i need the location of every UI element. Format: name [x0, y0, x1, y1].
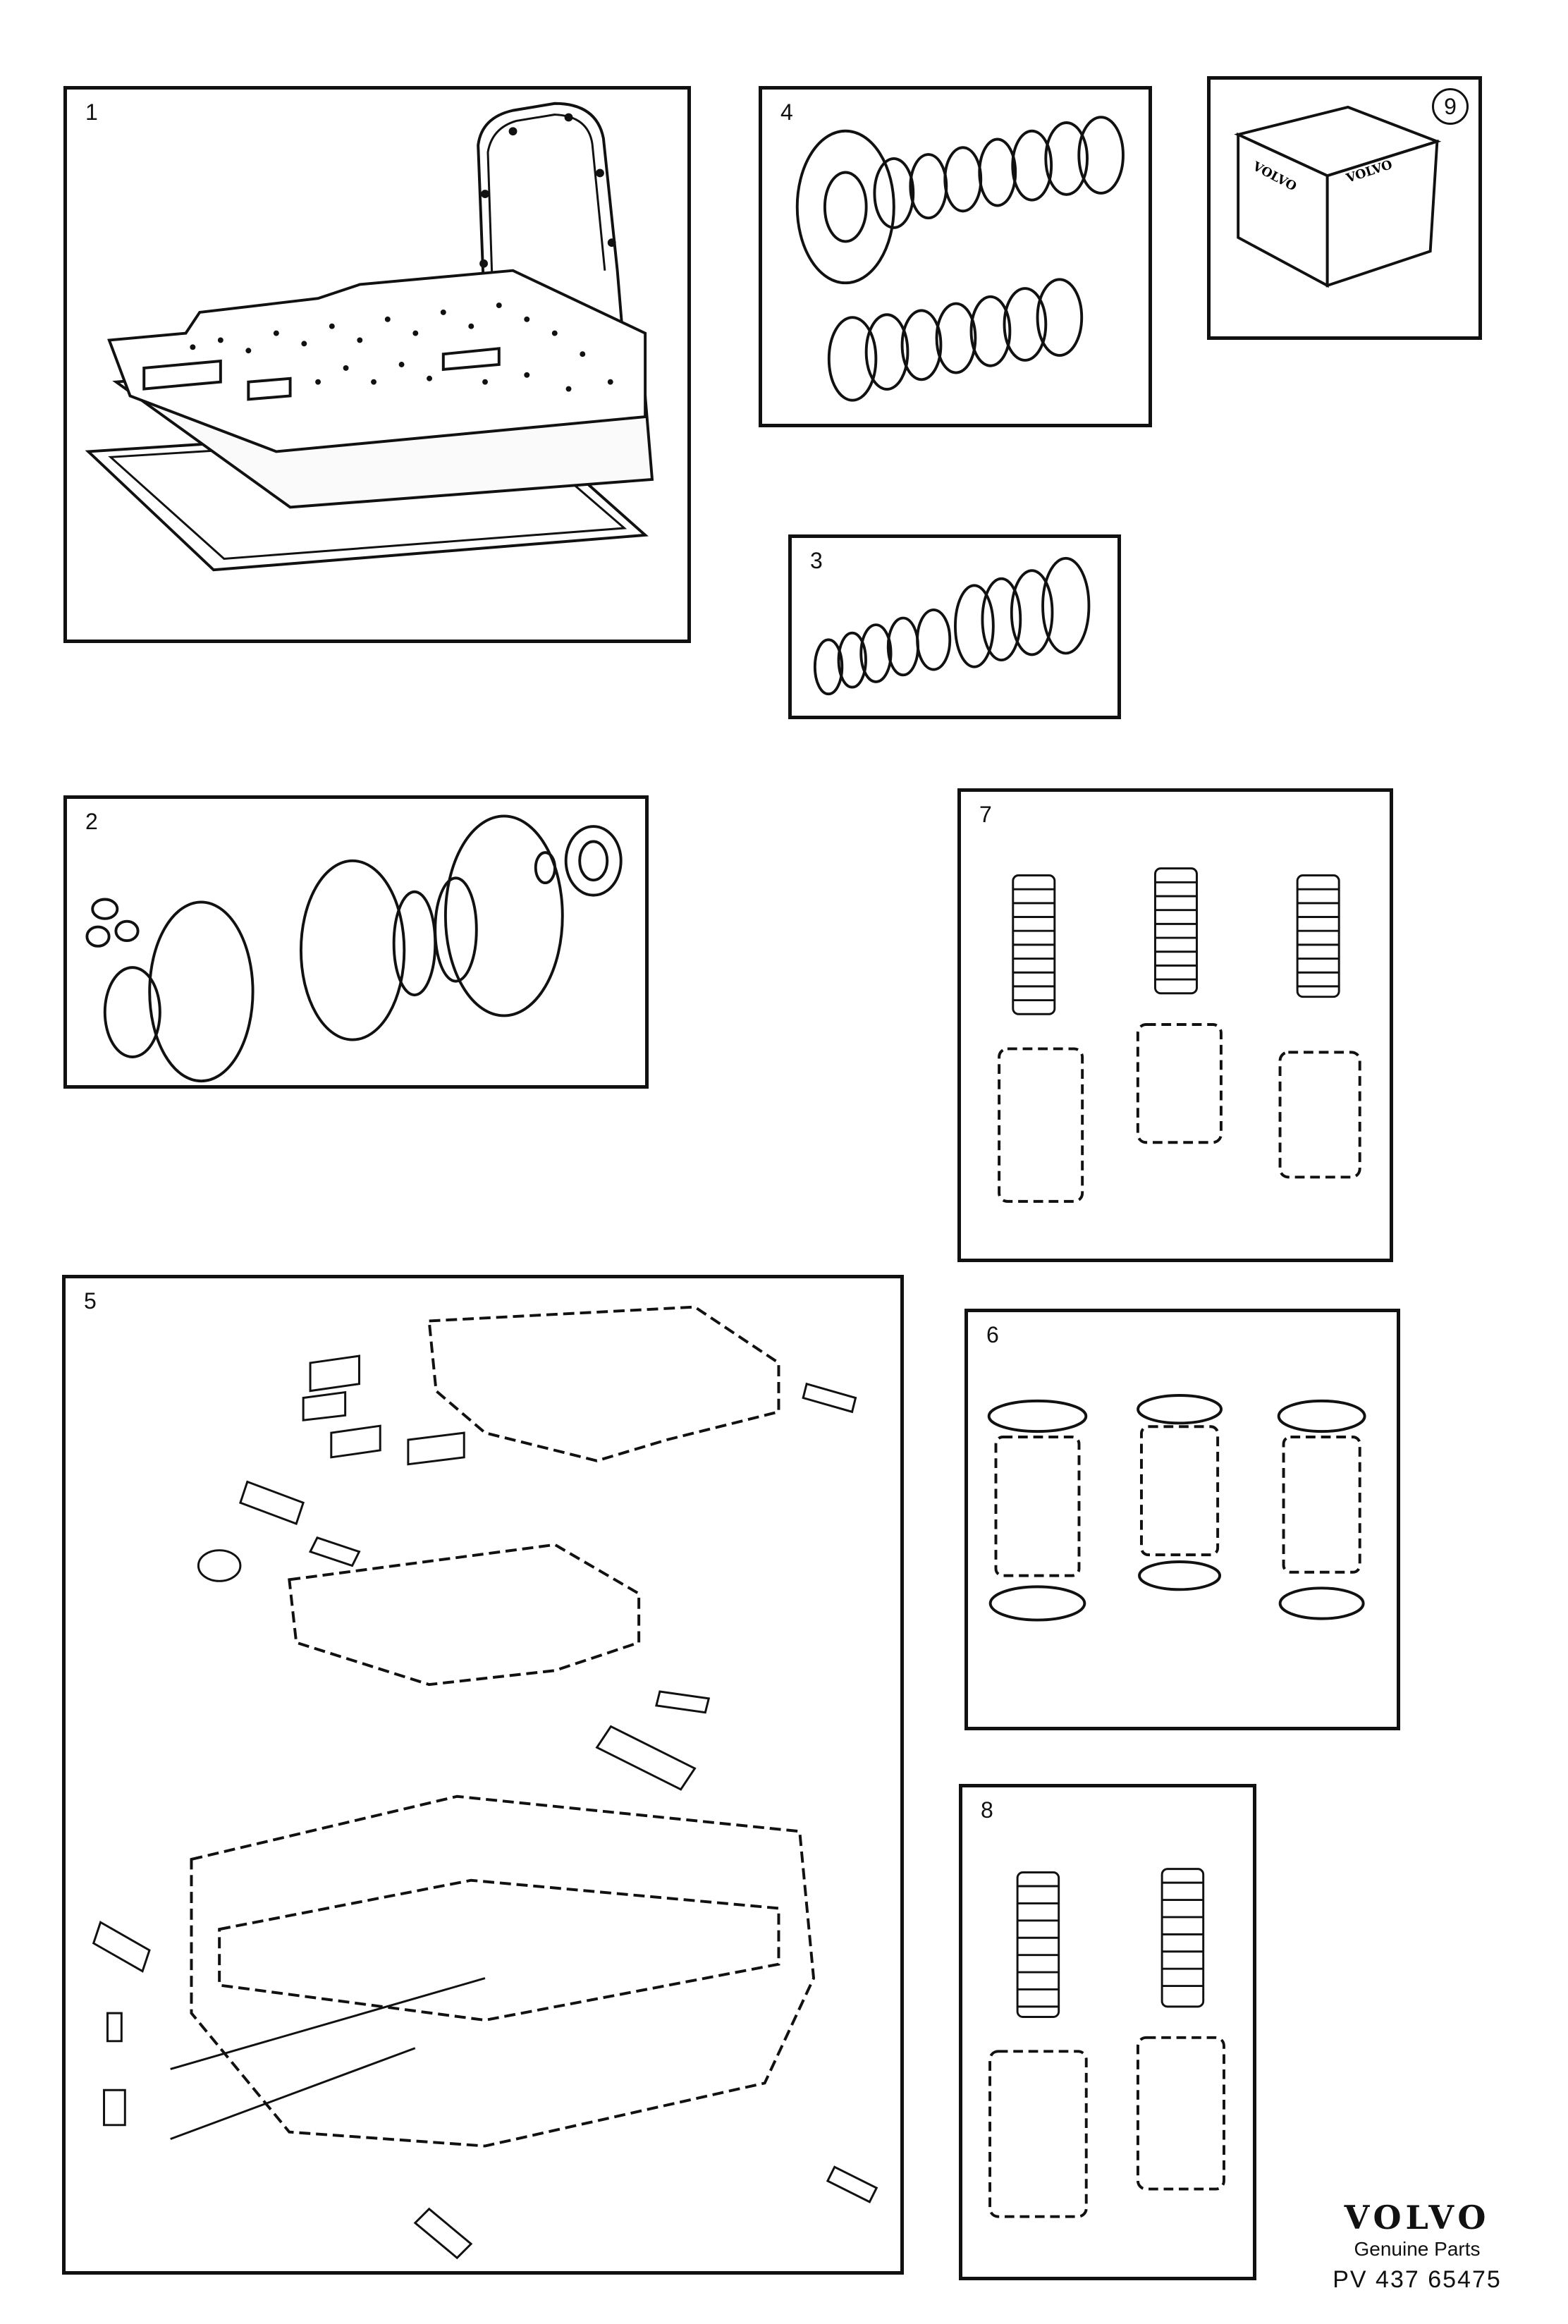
thrust-washer-large [795, 129, 895, 285]
separator-plate-upper [107, 269, 647, 453]
front-cover-gasket [477, 102, 626, 355]
kit-panel-4: 4 [759, 86, 1152, 427]
o-rings-illustration [85, 814, 623, 1083]
kit-panel-5: 5 [62, 1275, 904, 2275]
kit-number-label: 5 [84, 1288, 97, 1314]
kit-number-label: 4 [780, 99, 793, 125]
kit-panel-1: 1 [63, 86, 691, 643]
sealing-rings-illustration [813, 556, 1091, 696]
kit-panel-3: 3 [788, 534, 1121, 719]
kit-number-label: 1 [85, 99, 98, 125]
gasket-plates-illustration [85, 102, 654, 572]
parts-box-illustration: VOLVO VOLVO [1234, 105, 1442, 288]
kit-number-label: 3 [810, 548, 823, 573]
springs-sleeves-8-illustration [988, 1868, 1225, 2218]
springs-sleeves-illustration [998, 867, 1361, 1203]
sleeves-rings-illustration [987, 1394, 1366, 1622]
kit-number-label: 7 [979, 802, 992, 827]
kit-panel-8: 8 [959, 1784, 1256, 2280]
kit-number-label: 2 [85, 809, 98, 834]
thrust-washers-illustration [795, 116, 1125, 402]
middle-valve-body [288, 1543, 641, 1687]
brand-tagline: Genuine Parts [1354, 2238, 1481, 2260]
kit-panel-7: 7 [957, 788, 1393, 1262]
kit-number-label: 6 [986, 1322, 999, 1347]
volvo-logo: VOLVO [1344, 2198, 1490, 2237]
valve-body-illustration [92, 1305, 878, 2260]
brand-block: VOLVO Genuine Parts PV 437 65475 [1311, 2198, 1523, 2294]
kit-number-label: 8 [981, 1797, 993, 1823]
kit-panel-9: 9 VOLVO VOLVO [1207, 76, 1482, 340]
illustration-code: PV 437 65475 [1333, 2266, 1502, 2293]
kit-panel-6: 6 [964, 1309, 1400, 1730]
kit-number-label: 9 [1432, 88, 1469, 125]
lower-valve-body [190, 1794, 816, 2148]
upper-valve-body [427, 1305, 780, 1462]
kit-panel-2: 2 [63, 795, 649, 1089]
